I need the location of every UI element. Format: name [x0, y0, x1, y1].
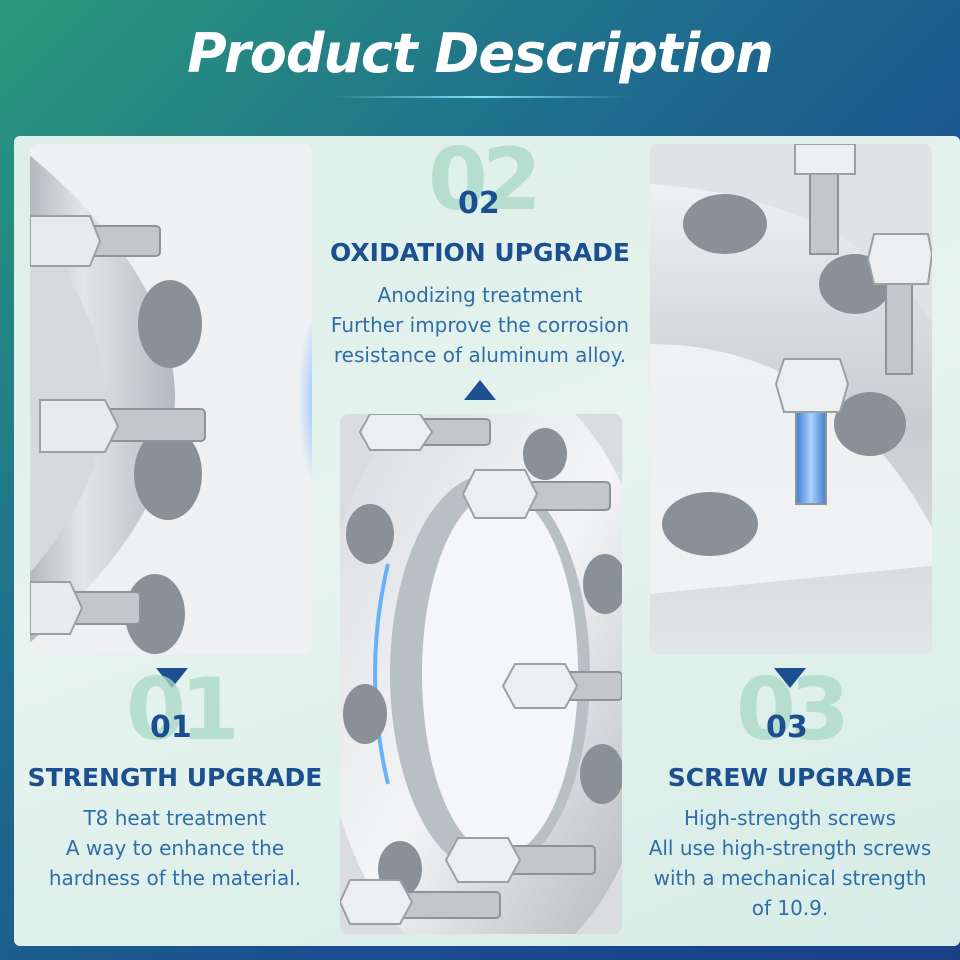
arrow-up-icon: [464, 380, 496, 400]
feature-number: 01: [150, 710, 192, 745]
product-photo-oxidation: [340, 414, 622, 934]
description-line: T8 heat treatment: [83, 806, 267, 830]
feature-heading: OXIDATION UPGRADE: [330, 238, 630, 267]
description-line: of 10.9.: [751, 896, 829, 920]
description-line: All use high-strength screws: [648, 836, 932, 860]
feature-description: T8 heat treatment A way to enhance the h…: [20, 803, 330, 893]
wheel-spacer-image: [30, 144, 312, 654]
feature-ghost-number: 01: [126, 660, 240, 760]
product-photo-screw: [650, 144, 932, 654]
description-line: hardness of the material.: [48, 866, 302, 890]
page-title: Product Description: [187, 22, 774, 85]
arrow-down-icon: [156, 668, 188, 688]
feature-heading: SCREW UPGRADE: [667, 763, 913, 792]
wheel-spacer-front-image: [340, 414, 622, 934]
feature-number: 02: [458, 186, 500, 221]
product-photo-strength: [30, 144, 312, 654]
description-line: resistance of aluminum alloy.: [333, 343, 627, 367]
feature-description: High-strength screws All use high-streng…: [630, 803, 950, 923]
screw-closeup-image: [650, 144, 932, 654]
feature-heading: STRENGTH UPGRADE: [27, 763, 323, 792]
title-underline: [330, 96, 630, 98]
description-line: Further improve the corrosion: [330, 313, 630, 337]
arrow-down-icon: [774, 668, 806, 688]
description-line: Anodizing treatment: [377, 283, 583, 307]
feature-ghost-number: 02: [428, 130, 542, 230]
feature-ghost-number: 03: [736, 660, 850, 760]
description-line: A way to enhance the: [65, 836, 285, 860]
feature-number: 03: [766, 710, 808, 745]
feature-description: Anodizing treatment Further improve the …: [320, 280, 640, 370]
description-line: with a mechanical strength: [653, 866, 927, 890]
description-line: High-strength screws: [683, 806, 897, 830]
